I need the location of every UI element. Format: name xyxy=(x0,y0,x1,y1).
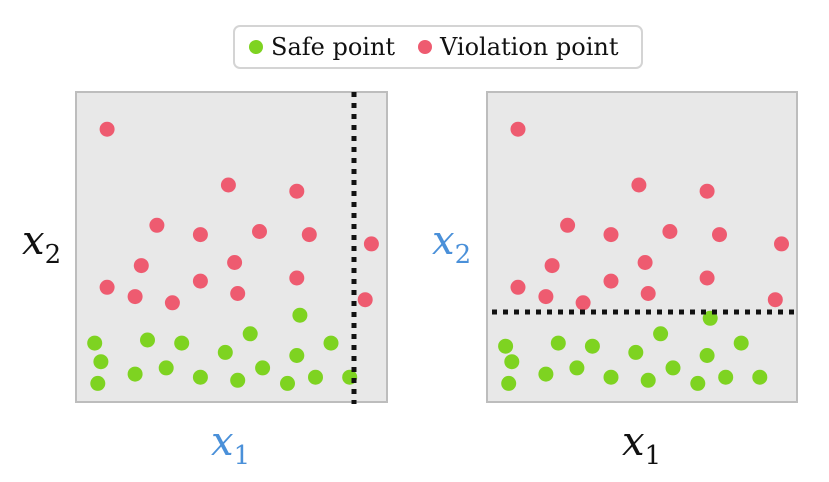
x-axis-label-base: x xyxy=(622,419,645,465)
violation-point xyxy=(767,292,783,308)
legend-frame xyxy=(233,25,643,69)
right-panel-x-axis-label: x1 xyxy=(622,419,661,471)
violation-point xyxy=(510,121,526,137)
left-panel-x-axis-label: x1 xyxy=(211,419,250,471)
legend-safe-label: Safe point xyxy=(271,33,395,61)
x-axis-label-subscript: 1 xyxy=(645,441,662,471)
safe-point xyxy=(308,369,323,385)
safe-point xyxy=(628,344,644,360)
safe-point xyxy=(603,369,619,385)
safe-point xyxy=(699,348,715,363)
safe-point xyxy=(217,344,233,360)
violation-point xyxy=(631,177,647,193)
violation-point xyxy=(220,177,236,193)
safe-point xyxy=(289,348,305,363)
violation-point xyxy=(560,217,576,233)
safe-point xyxy=(174,335,190,351)
safe-point xyxy=(255,360,271,376)
violation-point xyxy=(289,270,305,286)
violation-point xyxy=(575,295,591,311)
safe-point xyxy=(690,375,706,391)
safe-point xyxy=(640,372,656,388)
violation-point xyxy=(99,279,115,295)
violation-point xyxy=(662,224,678,239)
violation-point xyxy=(699,183,715,199)
safe-point xyxy=(550,335,566,351)
safe-point xyxy=(292,307,308,323)
y-axis-label-base: x xyxy=(22,218,45,264)
violation-point xyxy=(289,183,305,199)
violation-point xyxy=(149,217,165,233)
safe-point xyxy=(653,326,669,342)
safe-point xyxy=(158,360,174,376)
violation-point xyxy=(363,236,379,252)
safe-point xyxy=(501,375,517,391)
violation-point xyxy=(133,258,149,274)
safe-point xyxy=(665,360,681,376)
violation-point xyxy=(603,273,619,289)
right-panel-y-axis-label: x2 xyxy=(432,218,471,270)
violation-point xyxy=(99,121,115,137)
legend-violation-label: Violation point xyxy=(439,33,619,61)
violation-point xyxy=(357,292,373,308)
legend-safe-marker xyxy=(249,40,263,54)
violation-point xyxy=(640,286,656,301)
safe-point xyxy=(192,369,208,385)
violation-point xyxy=(510,279,526,295)
y-axis-label-subscript: 2 xyxy=(45,240,62,270)
safe-point xyxy=(718,369,734,385)
violation-point xyxy=(164,295,180,311)
violation-point xyxy=(538,289,554,305)
safe-point xyxy=(323,335,339,351)
safe-point xyxy=(140,332,155,348)
violation-point xyxy=(603,227,619,243)
safe-point xyxy=(230,372,246,388)
violation-point xyxy=(192,227,208,243)
x-axis-label-subscript: 1 xyxy=(234,441,251,471)
violation-point xyxy=(699,270,715,286)
violation-point xyxy=(301,227,317,243)
violation-point xyxy=(127,289,143,305)
violation-point xyxy=(637,255,653,270)
safe-point xyxy=(569,360,585,376)
violation-point xyxy=(230,286,246,301)
right-panel-points xyxy=(498,121,789,391)
left-panel-points xyxy=(87,121,379,391)
right-panel: x1 x2 xyxy=(432,91,798,471)
safe-point xyxy=(498,338,514,354)
left-panel-y-axis-label: x2 xyxy=(22,218,61,270)
y-axis-label-base: x xyxy=(432,218,455,264)
safe-point xyxy=(87,335,103,351)
violation-point xyxy=(192,273,208,289)
safe-point xyxy=(538,366,554,382)
safe-point xyxy=(702,310,718,326)
safe-point xyxy=(752,369,768,385)
safe-point xyxy=(584,338,600,354)
y-axis-label-subscript: 2 xyxy=(455,240,472,270)
violation-point xyxy=(544,258,560,274)
violation-point xyxy=(774,236,789,252)
safe-point xyxy=(127,366,143,382)
safe-point xyxy=(90,375,106,391)
safe-point xyxy=(93,354,109,370)
left-panel: x1 x2 xyxy=(22,91,388,471)
violation-point xyxy=(227,255,243,270)
violation-point xyxy=(252,224,267,239)
legend: Safe point Violation point xyxy=(233,25,643,69)
legend-violation-marker xyxy=(418,40,432,54)
safe-point xyxy=(504,354,520,370)
safe-point xyxy=(280,375,295,391)
violation-point xyxy=(712,227,727,243)
safe-point xyxy=(242,326,258,342)
safe-point xyxy=(733,335,749,351)
x-axis-label-base: x xyxy=(211,419,234,465)
